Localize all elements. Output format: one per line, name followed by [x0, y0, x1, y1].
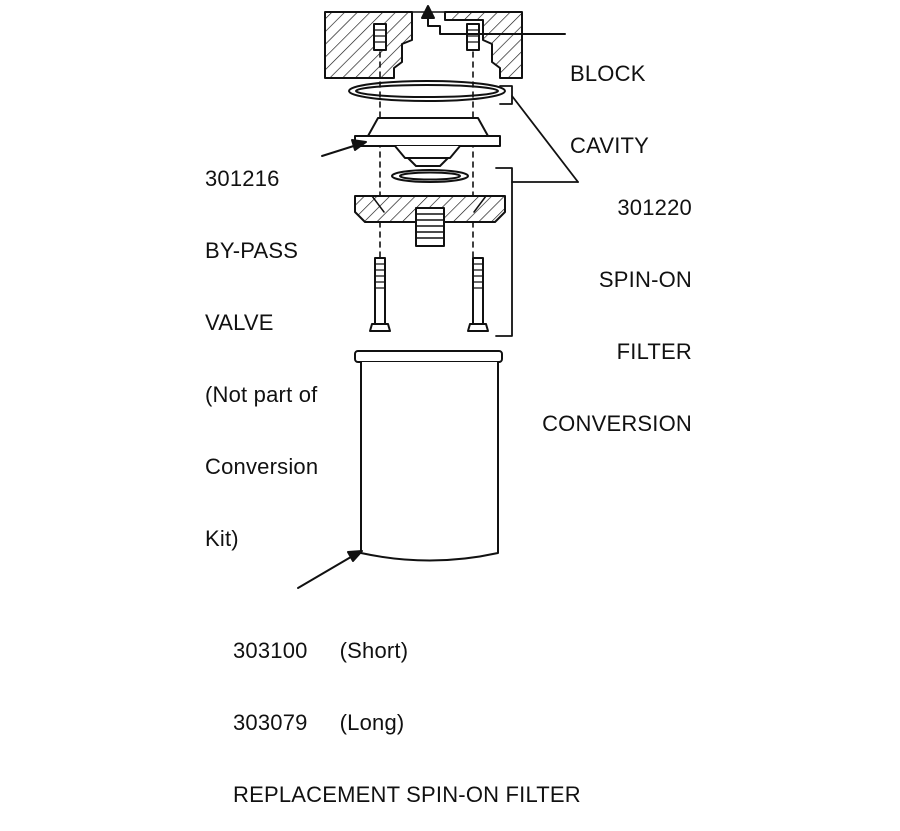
conversion-kit-bracket	[495, 85, 579, 337]
spin-on-filter	[354, 350, 503, 562]
adapter-plate	[354, 195, 506, 247]
seal-ring	[391, 169, 469, 183]
replacement-filter-label: 303100 (Short) 303079 (Long) REPLACEMENT S…	[233, 591, 581, 831]
filter-conversion-diagram	[297, 5, 579, 589]
short-part-number: 303100	[233, 638, 308, 663]
replacement-caption: REPLACEMENT SPIN-ON FILTER	[233, 782, 581, 807]
block-cavity-label: BLOCK CAVITY	[570, 61, 650, 158]
bypass-valve-label: 301216 BY-PASS VALVE (Not part of Conver…	[205, 166, 319, 551]
long-part-number: 303079	[233, 710, 308, 735]
alignment-guides	[379, 51, 474, 331]
block-cavity-arrow	[421, 5, 566, 35]
replacement-filter-arrow	[297, 550, 363, 589]
short-desc: (Short)	[339, 638, 409, 663]
conversion-kit-label: 301220 SPIN-ON FILTER CONVERSION	[542, 195, 692, 436]
engine-block	[324, 11, 523, 79]
mounting-bolt-left	[369, 257, 391, 332]
mounting-bolt-right	[467, 257, 489, 332]
long-desc: (Long)	[339, 710, 405, 735]
bypass-valve-arrow	[321, 139, 367, 157]
o-ring-gasket	[348, 80, 506, 102]
bypass-valve	[354, 117, 501, 167]
